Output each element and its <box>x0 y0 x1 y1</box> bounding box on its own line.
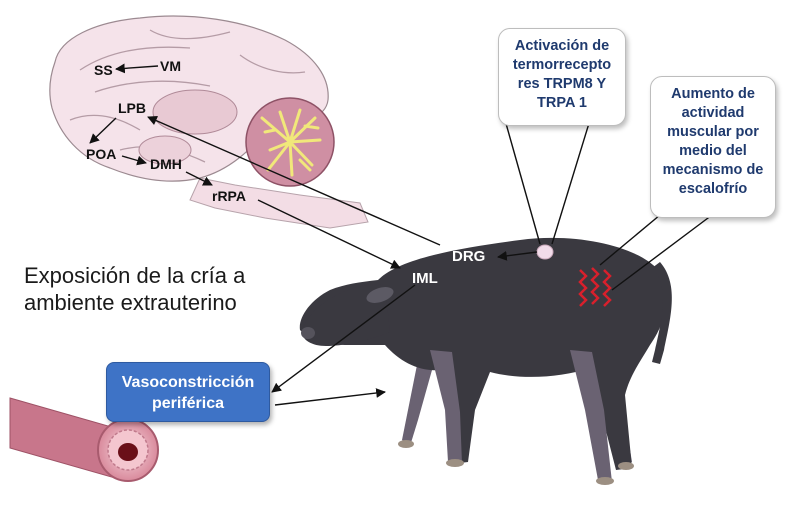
spinal-cord <box>189 177 369 229</box>
line-callout2-right <box>611 214 713 291</box>
calf-muzzle <box>301 327 315 339</box>
exposure-line: Exposición de la cría a <box>24 263 246 288</box>
shiver-mark <box>578 269 588 307</box>
shivering-line: escalofrío <box>678 181 748 197</box>
calf-far-front-leg <box>402 350 432 446</box>
shiver-mark <box>602 269 612 307</box>
shivering-line: Aumento de <box>671 86 755 102</box>
line-callout1-right <box>551 119 591 245</box>
brain-illustration <box>49 15 369 229</box>
label-lpb: LPB <box>118 100 146 116</box>
calf-body <box>299 237 667 470</box>
calf-tail <box>652 262 672 364</box>
shiver-mark <box>590 267 600 305</box>
shivering-line: actividad <box>681 105 745 121</box>
arrow-poa-to-dmh <box>121 155 147 166</box>
thermoreceptor-line: Activación de <box>514 38 610 54</box>
shivering-callout: Aumento de actividad muscular por medio … <box>650 76 776 218</box>
label-iml: IML <box>412 270 438 287</box>
shivering-line: muscular por <box>667 124 759 140</box>
arbor-vitae <box>260 108 322 177</box>
blood-vessel-illustration <box>9 397 159 482</box>
calf-near-hind-leg <box>570 350 612 482</box>
exposure-line: ambiente extrauterino <box>24 290 237 315</box>
shivering-line: medio del <box>679 143 747 159</box>
thermoreceptor-line: TRPA 1 <box>537 95 587 111</box>
pathway-arrows <box>89 63 713 406</box>
label-poa: POA <box>86 146 117 162</box>
vasoconstriction-box: Vasoconstricción periférica <box>106 362 270 422</box>
label-vm: VM <box>160 58 181 74</box>
calf-hoof <box>618 462 634 470</box>
arrow-lpb-to-poa <box>89 117 117 144</box>
arrow-iml-to-vaso <box>271 284 416 393</box>
hypothalamus <box>138 135 192 165</box>
shivering-line: mecanismo de <box>662 162 764 178</box>
calf-illustration <box>299 237 672 485</box>
arrow-dot-to-drg <box>497 251 538 261</box>
calf-hoof <box>596 477 614 485</box>
exposure-caption: Exposición de la cría a ambiente extraut… <box>24 262 324 316</box>
label-dmh: DMH <box>150 156 182 172</box>
vessel-lumen <box>118 443 138 461</box>
arrow-rrpa-to-iml <box>257 199 401 269</box>
receptor-dot <box>536 244 554 260</box>
label-rrpa: rRPA <box>212 188 246 204</box>
vasoconstriction-line: Vasoconstricción <box>121 374 255 391</box>
arrow-drg-to-lpb <box>147 116 441 246</box>
thermoreceptor-line: res TRPM8 Y <box>517 76 607 92</box>
line-callout1-left <box>504 119 541 245</box>
arrow-vaso-to-leg <box>274 388 386 406</box>
label-drg: DRG <box>452 248 486 265</box>
thermoreceptor-callout: Activación de termorrecepto res TRPM8 Y … <box>498 28 626 126</box>
calf-hoof <box>446 459 464 467</box>
arrow-vm-to-ss <box>115 63 159 74</box>
calf-hoof <box>398 440 414 448</box>
line-callout2-left <box>599 214 661 266</box>
calf-near-front-leg <box>430 350 462 464</box>
thalamus <box>152 89 238 135</box>
label-ss: SS <box>94 62 113 78</box>
arrow-dmh-to-rrpa <box>185 171 213 186</box>
gyri-lines <box>69 29 306 163</box>
calf-ear <box>366 287 394 303</box>
vasoconstriction-line: periférica <box>151 395 225 412</box>
thermoreceptor-line: termorrecepto <box>512 57 612 73</box>
